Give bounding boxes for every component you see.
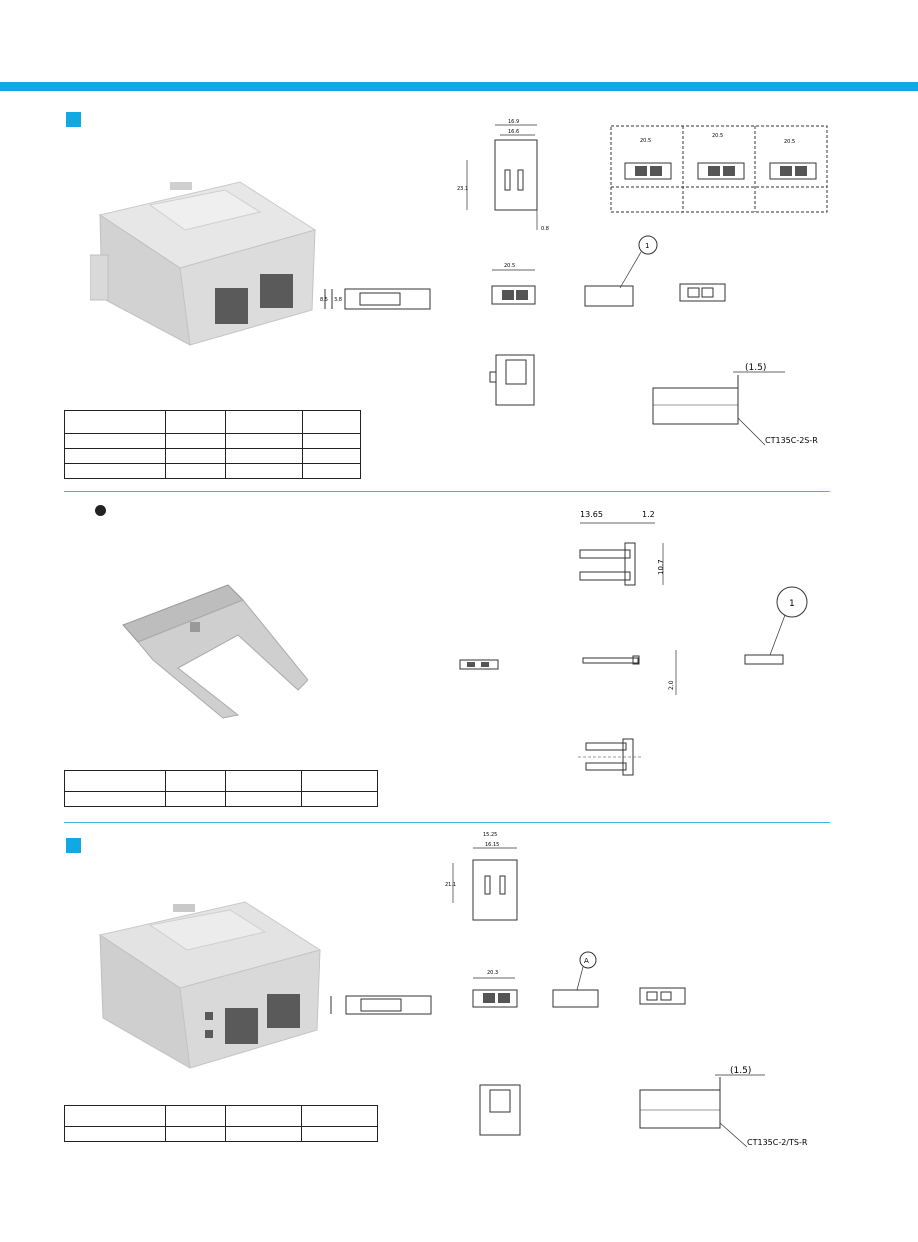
- dim-side-a: 8.5: [320, 297, 328, 303]
- dim-width-inner-3: 16.15: [485, 842, 499, 848]
- section-divider-2: [64, 822, 830, 823]
- section3-top-drawing: 15.25 16.15 21.1: [445, 832, 518, 921]
- dim-box1: 20.5: [640, 138, 651, 144]
- section-divider-1: [64, 491, 830, 492]
- section3-housing-photo: [98, 901, 322, 1069]
- section2-end-drawing: [459, 659, 499, 670]
- part-label-ct135c-2-ts-r: CT135C-2/TS-R: [747, 1138, 808, 1147]
- dim-width-inner: 16.6: [508, 129, 519, 135]
- section3-front-drawings: 20.3 A: [472, 951, 686, 1008]
- section3-marker-icon: [66, 838, 81, 853]
- callout-a: A: [584, 957, 589, 965]
- dim-tab: 1.2: [642, 510, 655, 519]
- section1-side-drawing: 8.5 3.8: [320, 288, 431, 310]
- dim-height-2: 10.7: [657, 559, 665, 575]
- section3-spec-table: [64, 1105, 378, 1142]
- dim-box2: 20.5: [712, 133, 723, 139]
- section1-top-drawing: 16.9 16.6 23.1 0.8: [457, 119, 549, 232]
- dim-box3: 20.5: [784, 139, 795, 145]
- header-accent-bar: [0, 82, 918, 91]
- part-label-ct135c-2s-r: CT135C-2S-R: [765, 436, 818, 445]
- section2-top-drawing: 13.65 1.2 10.7: [579, 510, 665, 586]
- dim-width-top: 16.9: [508, 119, 519, 125]
- dim-detail-3: (1.5): [730, 1066, 751, 1076]
- section2-marker-icon: [95, 505, 106, 516]
- section1-front-drawings: 20.5 1: [491, 235, 726, 307]
- section3-detail-drawing: (1.5) CT135C-2/TS-R: [639, 1066, 808, 1148]
- section2-spec-table: [64, 770, 378, 807]
- section1-marker-icon: [66, 112, 81, 127]
- dim-width-top-3: 15.25: [483, 832, 497, 838]
- section3-rear-drawing: [479, 1084, 521, 1136]
- section2-side-drawing: 2.0: [582, 650, 677, 695]
- dim-side-b: 3.8: [334, 297, 342, 303]
- section3-side-drawing: [330, 995, 432, 1015]
- section1-detail-drawing: (1.5) CT135C-2S-R: [652, 363, 818, 446]
- dim-front-width-3: 20.3: [487, 970, 498, 976]
- dim-front-width: 20.5: [504, 263, 515, 269]
- section1-housing-photo: [90, 181, 317, 346]
- section1-spec-table: [64, 410, 361, 479]
- dim-height-3: 21.1: [445, 882, 456, 888]
- dim-length: 13.65: [580, 510, 603, 519]
- dim-bottom: 0.8: [541, 226, 549, 232]
- dim-detail: (1.5): [745, 363, 766, 373]
- section2-bottom-drawing: [578, 738, 643, 776]
- dim-thickness: 2.0: [668, 680, 675, 690]
- section1-rear-drawing: [489, 354, 535, 406]
- section1-variant-boxes: 20.5 20.5 20.5: [610, 125, 828, 213]
- dim-height: 23.1: [457, 186, 468, 192]
- section2-callout-drawing: 1: [744, 586, 808, 665]
- callout-1: 1: [645, 242, 649, 250]
- callout-1b: 1: [789, 599, 795, 609]
- section2-retainer-photo: [122, 584, 308, 719]
